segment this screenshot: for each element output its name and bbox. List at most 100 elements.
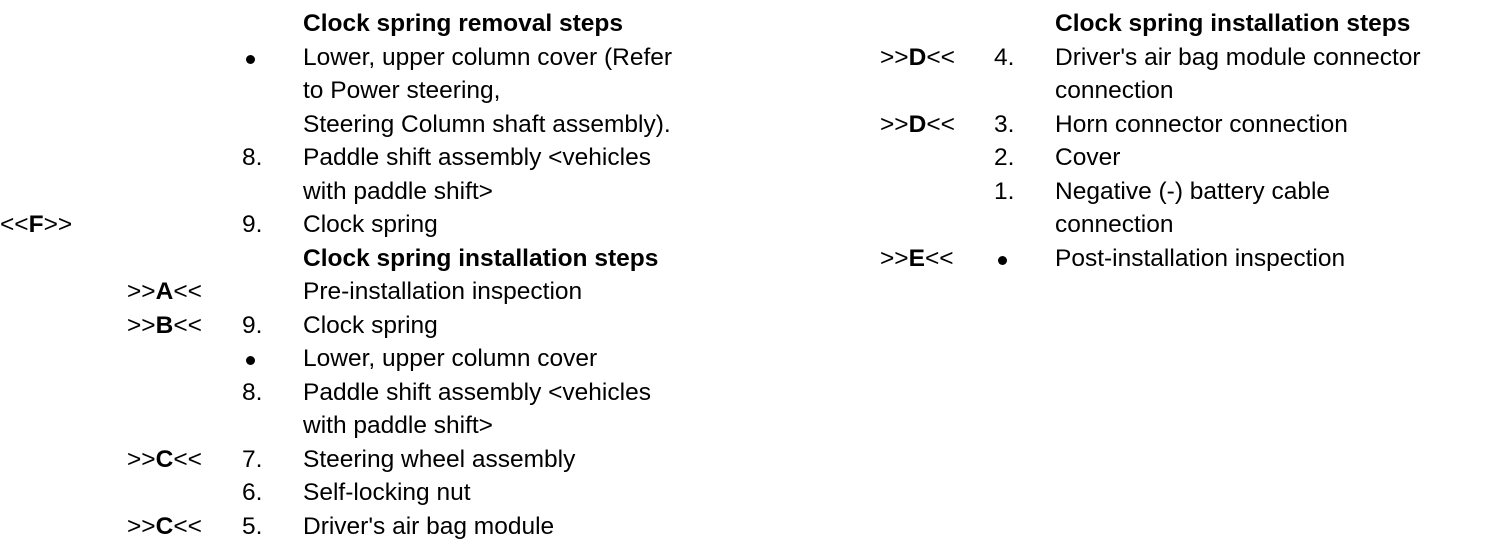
step-number: 3. (994, 110, 1015, 138)
step-text: Post-installation inspection (1055, 244, 1346, 272)
step-number: 9. (242, 211, 263, 238)
step-marker: >>B<< (127, 309, 363, 343)
marker-letter: C (155, 445, 174, 473)
step-marker: >>E<< (880, 242, 990, 276)
step-marker: <<F>> (0, 208, 236, 242)
step-text: Driver's air bag module connector (1055, 43, 1421, 71)
step-marker: >>D<< (880, 108, 990, 142)
step-row: >>B<<9.Clock spring (0, 309, 800, 343)
bullet-icon (246, 54, 255, 64)
step-text: Lower, upper column cover (303, 345, 598, 372)
step-number: 1. (994, 177, 1015, 205)
step-number: 2. (994, 144, 1015, 171)
marker-open: >> (127, 512, 156, 540)
step-row: >>C<<7.Steering wheel assembly (0, 443, 800, 477)
marker-close: << (173, 445, 202, 473)
bullet-icon (998, 255, 1007, 265)
marker-open: >> (127, 311, 156, 339)
step-row: <<F>>9.Clock spring (0, 208, 800, 242)
step-text: Steering wheel assembly (303, 445, 576, 473)
marker-close: << (924, 244, 954, 272)
marker-letter: C (155, 512, 174, 540)
removal-steps-list: Lower, upper column cover (Refer to Power… (0, 41, 800, 242)
marker-open: << (0, 211, 29, 238)
step-row: 8. Paddle shift assembly <vehicles (0, 141, 800, 175)
step-row: >>C<<5.Driver's air bag module (0, 510, 800, 544)
step-row: connection (860, 74, 1500, 108)
installation-steps-list-right: >>D<<4.Driver's air bag module connector… (860, 41, 1500, 276)
installation-heading-left: Clock spring installation steps (303, 244, 659, 272)
marker-open: >> (127, 278, 156, 305)
marker-letter: E (908, 244, 925, 272)
step-marker: >>D<< (880, 41, 990, 75)
step-text: Paddle shift assembly <vehicles (303, 144, 651, 171)
step-text: Pre-installation inspection (303, 278, 583, 305)
marker-letter: F (28, 211, 44, 238)
step-text: Lower, upper column cover (Refer (303, 43, 673, 71)
step-text: Negative (-) battery cable (1055, 177, 1331, 205)
step-row: Lower, upper column cover (Refer (0, 41, 800, 75)
step-row: 8. Paddle shift assembly <vehicles (0, 376, 800, 410)
step-text: with paddle shift> (303, 177, 493, 205)
step-number: 9. (242, 311, 263, 339)
marker-letter: A (155, 278, 174, 305)
marker-close: << (173, 278, 202, 305)
step-row: 6. Self-locking nut (0, 476, 800, 510)
marker-close: << (926, 110, 955, 138)
step-text: to Power steering, (303, 77, 501, 104)
step-text: Cover (1055, 144, 1121, 171)
step-number: 8. (242, 144, 263, 171)
step-marker: >>C<< (127, 443, 363, 477)
marker-close: << (173, 512, 202, 540)
marker-close: >> (43, 211, 73, 238)
step-row: >>D<<3.Horn connector connection (860, 108, 1500, 142)
step-text: Clock spring (303, 211, 438, 238)
step-row: >>A<<Pre-installation inspection (0, 275, 800, 309)
step-row: 1. Negative (-) battery cable (860, 175, 1500, 209)
step-number: 8. (242, 378, 263, 406)
removal-installation-column: Clock spring removal steps Lower, upper … (0, 7, 800, 543)
step-row: >>E<< Post-installation inspection (860, 242, 1500, 276)
step-text: Driver's air bag module (303, 512, 555, 540)
installation-continued-column: Clock spring installation steps >>D<<4.D… (860, 7, 1500, 275)
removal-heading-row: Clock spring removal steps (0, 7, 800, 41)
step-number: 6. (242, 479, 263, 506)
marker-close: << (926, 43, 955, 71)
step-row: with paddle shift> (0, 175, 800, 209)
step-row: >>D<<4.Driver's air bag module connector (860, 41, 1500, 75)
step-row: Steering Column shaft assembly). (0, 108, 800, 142)
marker-letter: D (908, 43, 927, 71)
step-text: with paddle shift> (303, 412, 493, 439)
step-text: Self-locking nut (303, 479, 471, 506)
bullet-icon (246, 356, 255, 365)
step-row: connection (860, 208, 1500, 242)
step-number (242, 342, 272, 376)
marker-close: << (173, 311, 202, 339)
step-row: with paddle shift> (0, 409, 800, 443)
step-number: 4. (994, 43, 1015, 71)
installation-heading-row: Clock spring installation steps (0, 242, 800, 276)
marker-open: >> (880, 110, 909, 138)
step-text: Steering Column shaft assembly). (303, 110, 671, 138)
step-row: Lower, upper column cover (0, 342, 800, 376)
step-number (242, 41, 272, 75)
step-text: connection (1055, 211, 1174, 238)
marker-letter: B (155, 311, 174, 339)
installation-heading-row-right: Clock spring installation steps (860, 7, 1500, 41)
step-row: 2. Cover (860, 141, 1500, 175)
step-text: connection (1055, 77, 1174, 104)
marker-open: >> (880, 244, 909, 272)
step-text: Paddle shift assembly <vehicles (303, 378, 651, 406)
marker-open: >> (127, 445, 156, 473)
step-text: Horn connector connection (1055, 110, 1348, 138)
installation-steps-list: >>A<<Pre-installation inspection>>B<<9.C… (0, 275, 800, 543)
marker-open: >> (880, 43, 909, 71)
step-text: Clock spring (303, 311, 438, 339)
step-marker: >>A<< (127, 275, 363, 309)
installation-heading-right: Clock spring installation steps (1055, 10, 1411, 37)
step-row: to Power steering, (0, 74, 800, 108)
step-number: 5. (242, 512, 263, 540)
marker-letter: D (908, 110, 927, 138)
step-number (994, 242, 1024, 276)
step-marker: >>C<< (127, 510, 363, 544)
